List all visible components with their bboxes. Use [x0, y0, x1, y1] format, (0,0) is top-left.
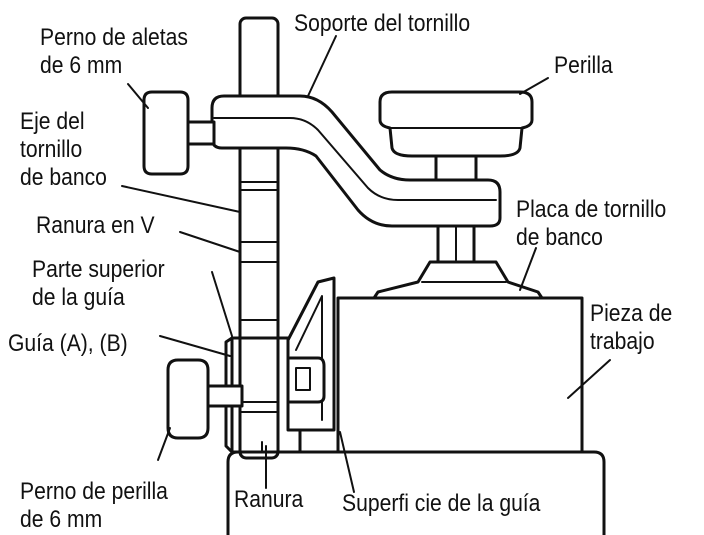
screw-support: [210, 94, 502, 228]
leader-vise-shaft: [121, 185, 241, 213]
guide-fence: [286, 276, 336, 432]
knob-bolt-stem: [204, 384, 244, 408]
label-v-groove: Ranura en V: [36, 212, 155, 239]
leader-vise-plate: [519, 247, 537, 291]
label-wing-bolt: Perno de aletas de 6 mm: [40, 24, 188, 79]
leader-knob: [519, 77, 549, 95]
label-groove: Ranura: [234, 486, 304, 513]
label-knob: Perilla: [554, 52, 613, 79]
vise-plate: [372, 260, 544, 300]
label-workpiece: Pieza de trabajo: [590, 300, 673, 355]
wing-bolt-head: [142, 90, 190, 176]
label-guide-surface: Superfi cie de la guía: [342, 490, 541, 517]
workpiece: [336, 296, 584, 454]
label-vise-shaft: Eje del tornillo de banco: [20, 108, 107, 191]
leader-workpiece: [567, 359, 611, 399]
label-guide-top: Parte superior de la guía: [32, 256, 165, 311]
label-guide-ab: Guía (A), (B): [8, 330, 128, 357]
knob: [378, 90, 534, 158]
label-knob-bolt: Perno de perilla de 6 mm: [20, 478, 168, 533]
leader-screw-support: [307, 35, 337, 97]
label-screw-support: Soporte del tornillo: [294, 10, 471, 37]
wing-bolt-stem: [184, 120, 216, 146]
leader-guide-surface: [339, 431, 355, 493]
leader-v-groove: [179, 231, 241, 253]
leader-knob-bolt: [157, 427, 171, 461]
leader-guide-top: [211, 271, 233, 337]
label-vise-plate: Placa de tornillo de banco: [516, 196, 667, 251]
leader-wing-bolt: [127, 83, 149, 109]
leader-guide-ab: [159, 335, 231, 357]
knob-bolt-head: [166, 358, 210, 440]
